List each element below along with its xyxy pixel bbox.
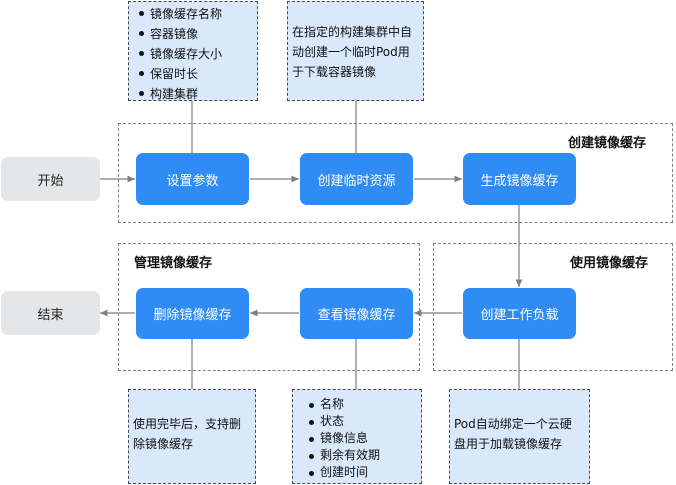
view-image-cache-node: 查看镜像缓存	[300, 288, 413, 339]
note-line: 于下载容器镜像	[292, 65, 377, 79]
list-item: 镜像信息	[307, 430, 421, 447]
note-line: 使用完毕后，支持删	[133, 417, 242, 431]
list-item: 状态	[307, 413, 421, 430]
start-node: 开始	[1, 157, 100, 201]
group-title-create: 创建镜像缓存	[568, 136, 647, 151]
list-item: 镜像缓存名称	[137, 4, 257, 24]
group-title-manage: 管理镜像缓存	[134, 256, 213, 271]
note-line: 盘用于加载镜像缓存	[454, 437, 563, 451]
generate-image-cache-node: 生成镜像缓存	[463, 153, 576, 205]
note-line: 除镜像缓存	[133, 437, 194, 451]
create-workload-node: 创建工作负载	[463, 288, 576, 339]
view-details-list: 名称 状态 镜像信息 剩余有效期 创建时间	[307, 396, 421, 481]
set-params-node: 设置参数	[136, 153, 249, 205]
list-item: 构建集群	[137, 84, 257, 104]
list-item: 剩余有效期	[307, 447, 421, 464]
list-item: 名称	[307, 396, 421, 413]
workload-note: Pod自动绑定一个云硬 盘用于加载镜像缓存	[449, 389, 590, 484]
delete-image-cache-node: 删除镜像缓存	[136, 288, 249, 339]
list-item: 创建时间	[307, 464, 421, 481]
temp-resource-note: 在指定的构建集群中自 动创建一个临时Pod用 于下载容器镜像	[287, 1, 424, 101]
note-line: 在指定的构建集群中自	[292, 25, 413, 39]
end-node: 结束	[1, 291, 100, 335]
group-title-use: 使用镜像缓存	[570, 256, 649, 271]
create-temp-resource-node: 创建临时资源	[300, 153, 413, 205]
group-manage	[118, 243, 420, 371]
params-note: 镜像缓存名称 容器镜像 镜像缓存大小 保留时长 构建集群	[128, 1, 258, 101]
params-list: 镜像缓存名称 容器镜像 镜像缓存大小 保留时长 构建集群	[137, 4, 257, 104]
view-details-note: 名称 状态 镜像信息 剩余有效期 创建时间	[292, 389, 422, 484]
note-line: 动创建一个临时Pod用	[292, 45, 410, 59]
list-item: 保留时长	[137, 64, 257, 84]
list-item: 镜像缓存大小	[137, 44, 257, 64]
note-line: Pod自动绑定一个云硬	[454, 417, 572, 431]
group-create	[118, 123, 673, 223]
group-use	[433, 243, 673, 371]
delete-note: 使用完毕后，支持删 除镜像缓存	[128, 389, 256, 484]
list-item: 容器镜像	[137, 24, 257, 44]
